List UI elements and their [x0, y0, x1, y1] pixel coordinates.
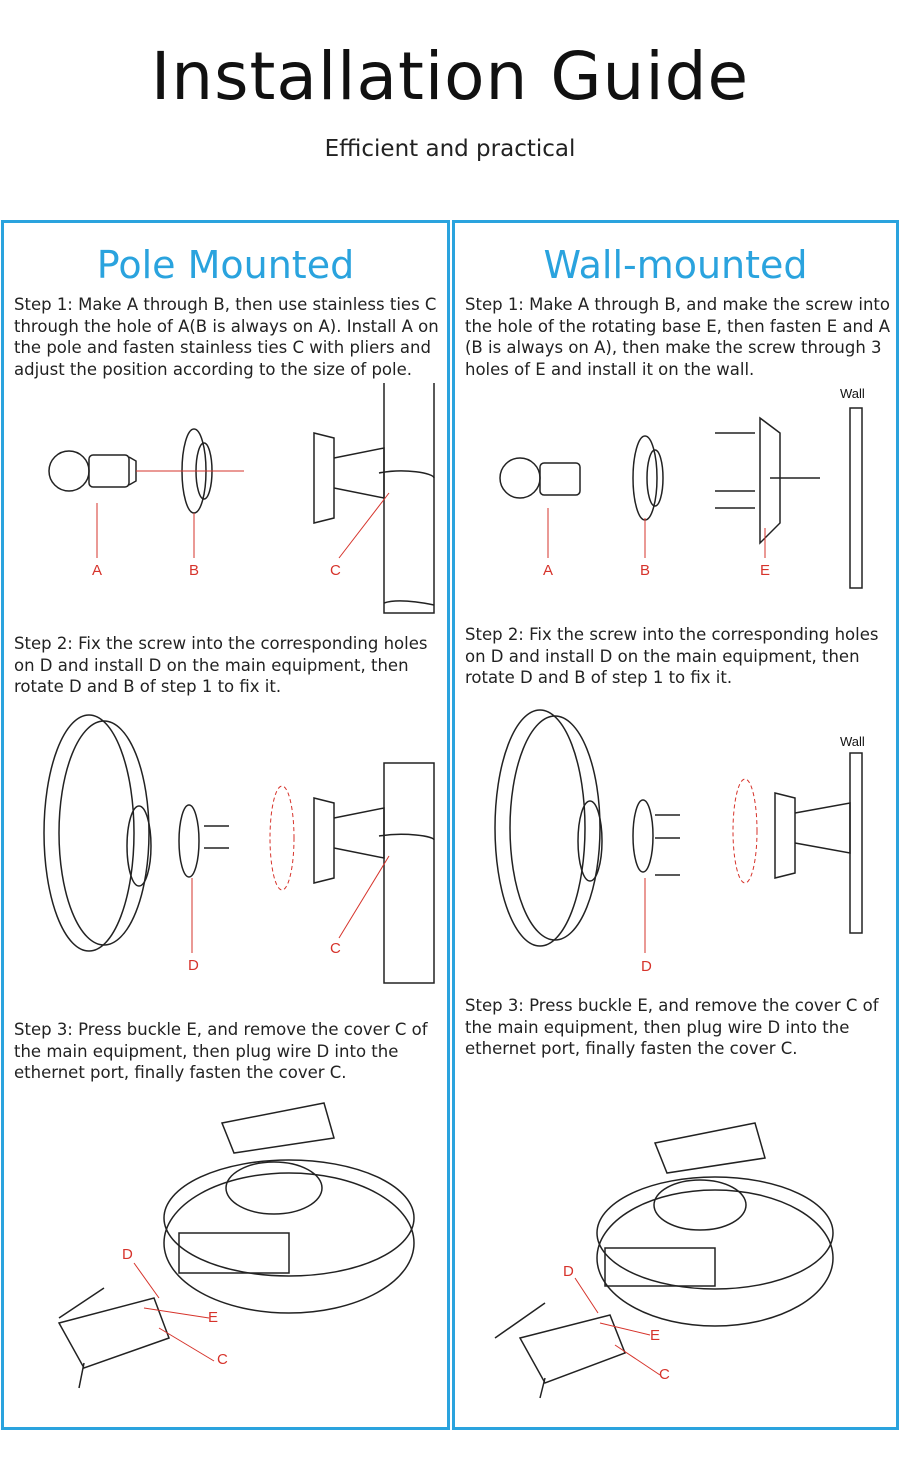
pole-step1-text: Step 1: Make A through B, then use stain…	[14, 295, 439, 379]
wall-step3-diagram: D E C	[494, 1122, 834, 1399]
pole-step3-text: Step 3: Press buckle E, and remove the c…	[14, 1020, 428, 1082]
wall-label-b: B	[640, 562, 650, 579]
wall-label-2: Wall	[840, 734, 865, 749]
pole-mounted-panel: Pole Mounted Step 1: Make A through B, t…	[1, 220, 450, 1430]
pole-step2-text: Step 2: Fix the screw into the correspon…	[14, 634, 428, 696]
wall-step3-label-c: C	[659, 1366, 670, 1383]
page-header: Installation Guide Efficient and practic…	[0, 0, 900, 215]
pole-step2-diagram: D C	[43, 714, 435, 984]
pole-step1-diagram: A B C	[48, 383, 435, 614]
wall-step1-diagram: Wall A B E	[499, 386, 865, 589]
wall-step3-label-e: E	[650, 1327, 660, 1344]
wall-label-a: A	[543, 562, 553, 579]
pole-label-c: C	[330, 562, 341, 579]
wall-mounted-title: Wall-mounted	[543, 243, 808, 287]
pole-label-b: B	[189, 562, 199, 579]
pole-label-c2: C	[330, 940, 341, 957]
wall-label-d: D	[641, 958, 652, 975]
page-subtitle: Efficient and practical	[324, 136, 576, 162]
wall-step3-text: Step 3: Press buckle E, and remove the c…	[465, 996, 879, 1058]
pole-step3-label-c: C	[217, 1351, 228, 1368]
pole-label-d: D	[188, 957, 199, 974]
wall-step1-text: Step 1: Make A through B, and make the s…	[465, 295, 891, 379]
pole-step3-label-e: E	[208, 1309, 218, 1326]
wall-label-1: Wall	[840, 386, 865, 401]
pole-label-a: A	[92, 562, 102, 579]
wall-label-e: E	[760, 562, 770, 579]
wall-step2-text: Step 2: Fix the screw into the correspon…	[465, 625, 879, 687]
wall-step3-label-d: D	[563, 1263, 574, 1280]
pole-step3-label-d: D	[122, 1246, 133, 1263]
page-title: Installation Guide	[150, 38, 750, 115]
wall-step2-diagram: Wall D	[494, 709, 865, 975]
wall-mounted-panel: Wall-mounted Step 1: Make A through B, a…	[452, 220, 899, 1430]
pole-step3-diagram: D E C	[57, 1102, 415, 1389]
pole-mounted-title: Pole Mounted	[96, 243, 355, 287]
